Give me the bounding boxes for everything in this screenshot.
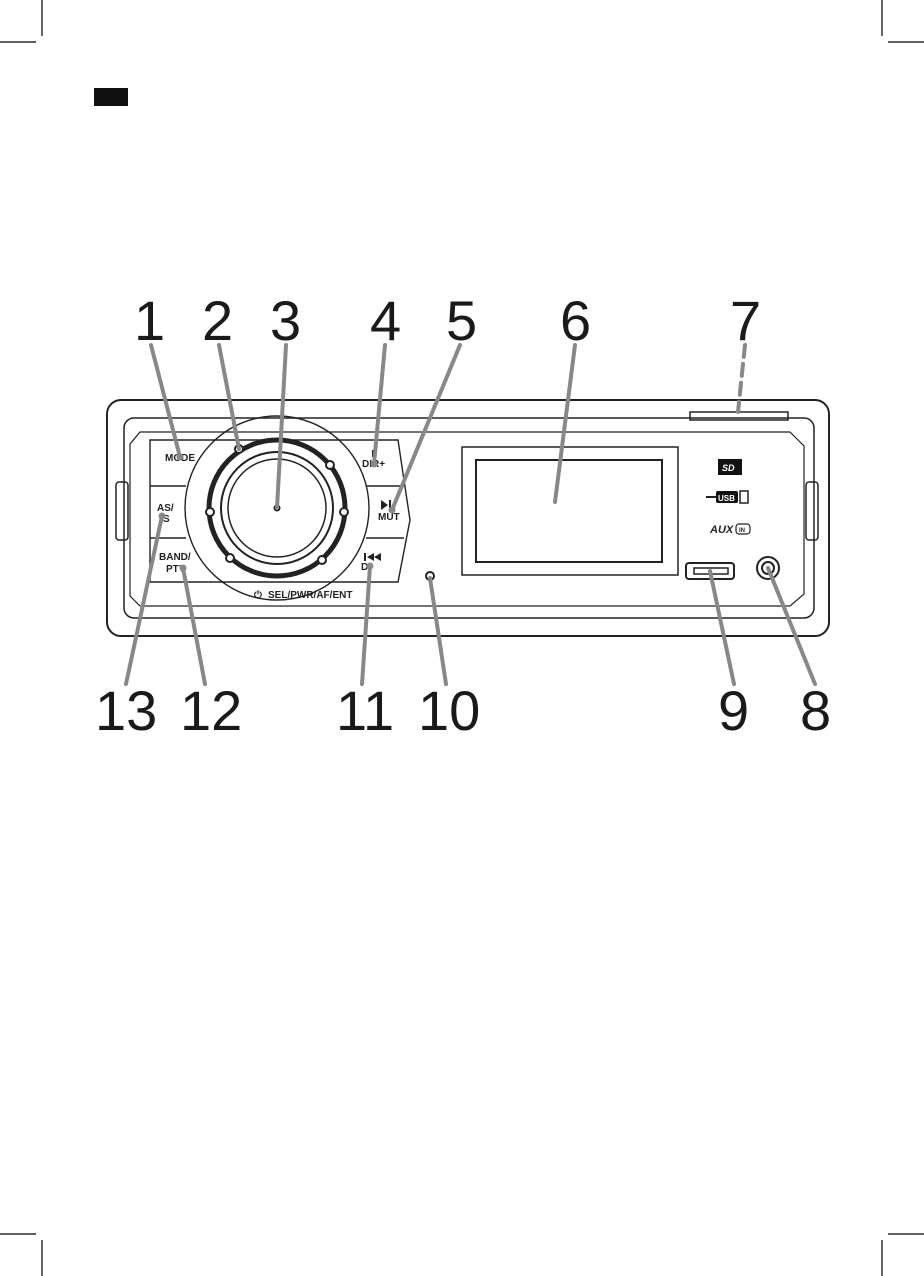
callout-10: 10 <box>418 679 480 742</box>
callout-12: 12 <box>180 679 242 742</box>
mute-button[interactable]: MUT <box>378 512 400 523</box>
display-screen <box>462 447 678 575</box>
svg-text:USB: USB <box>718 494 735 503</box>
callout-13: 13 <box>95 679 157 742</box>
callout-1: 1 <box>134 289 165 352</box>
callout-11: 11 <box>336 679 394 742</box>
prev-track-icon <box>364 553 381 561</box>
callout-5: 5 <box>446 289 477 352</box>
callout-6: 6 <box>560 289 591 352</box>
callout-2: 2 <box>202 289 233 352</box>
callout-3: 3 <box>270 289 301 352</box>
leader-lines <box>126 345 815 684</box>
language-tab <box>94 88 128 106</box>
callout-4: 4 <box>370 289 401 352</box>
radio-housing <box>107 400 829 636</box>
svg-text:SD: SD <box>722 463 735 473</box>
as-button[interactable]: AS/ <box>157 503 174 514</box>
svg-text:IN: IN <box>739 528 745 534</box>
knob-caption-icon: ⏻ <box>254 589 262 601</box>
sd-logo: SD <box>718 459 742 475</box>
callout-8: 8 <box>800 679 831 742</box>
callout-9: 9 <box>718 679 749 742</box>
knob-caption: SEL/PWR/AF/ENT <box>268 590 352 601</box>
svg-text:AUX: AUX <box>709 524 734 536</box>
leader-dots <box>159 454 396 572</box>
aux-logo: AUX IN <box>709 524 750 536</box>
band-button[interactable]: BAND/ <box>159 552 191 563</box>
callout-7: 7 <box>730 289 761 352</box>
usb-logo: USB <box>706 491 748 503</box>
